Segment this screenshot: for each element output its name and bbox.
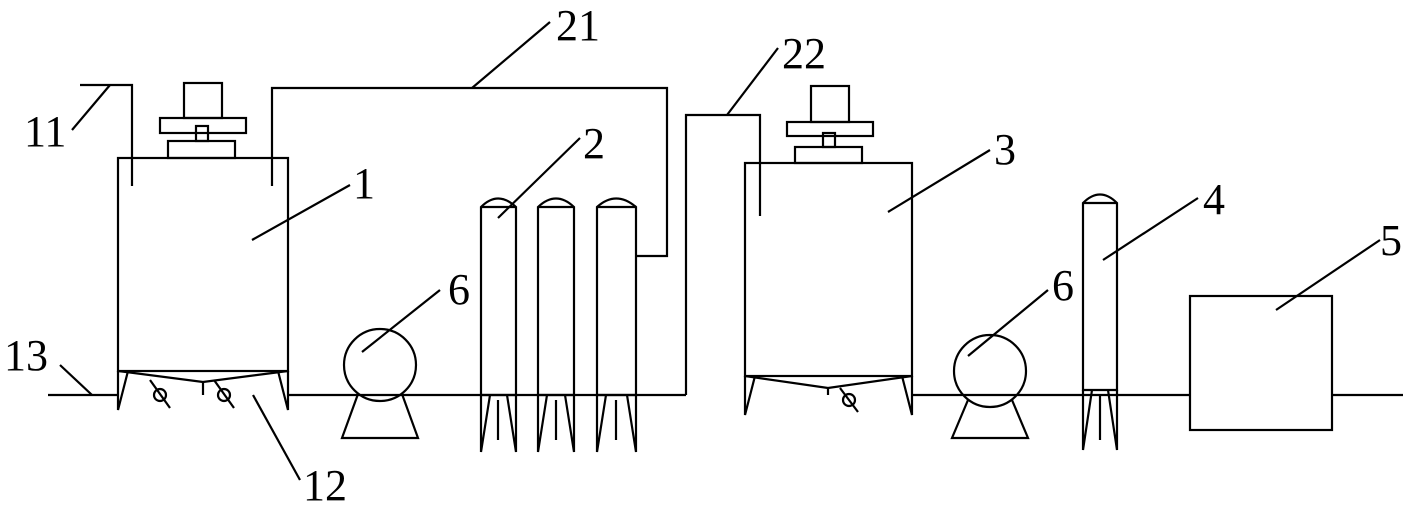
pipe-22 [684, 113, 762, 395]
valve-tank-3 [839, 387, 859, 413]
label-6-right: 6 [1052, 261, 1074, 310]
label-11: 11 [24, 107, 66, 156]
label-5: 5 [1380, 216, 1402, 265]
label-22: 22 [782, 29, 826, 78]
pump-6-right [950, 333, 1030, 440]
pipe-21 [270, 86, 669, 258]
label-21: 21 [556, 1, 600, 50]
label-4: 4 [1203, 175, 1225, 224]
tank-1 [116, 156, 290, 411]
label-1: 1 [353, 159, 375, 208]
labels: 1 2 3 4 5 6 6 11 12 13 21 22 [4, 1, 1402, 510]
valve-12-right [213, 379, 235, 409]
label-13: 13 [4, 331, 48, 380]
agitator-motor-1 [158, 81, 248, 160]
leader-lines [59, 21, 1381, 481]
label-2: 2 [583, 119, 605, 168]
column-4 [1081, 193, 1119, 451]
label-12: 12 [303, 461, 347, 510]
tank-3 [743, 161, 914, 416]
label-6-left: 6 [448, 265, 470, 314]
column-2a [479, 197, 518, 453]
box-5 [1188, 294, 1334, 432]
column-2b [536, 197, 576, 453]
column-2c [595, 197, 638, 453]
pump-6-left [340, 327, 420, 440]
valve-12-left [149, 379, 171, 409]
inlet-pipe-11 [80, 83, 134, 158]
column-group-2 [479, 197, 638, 453]
label-3: 3 [994, 125, 1016, 174]
agitator-motor-3 [785, 84, 875, 165]
